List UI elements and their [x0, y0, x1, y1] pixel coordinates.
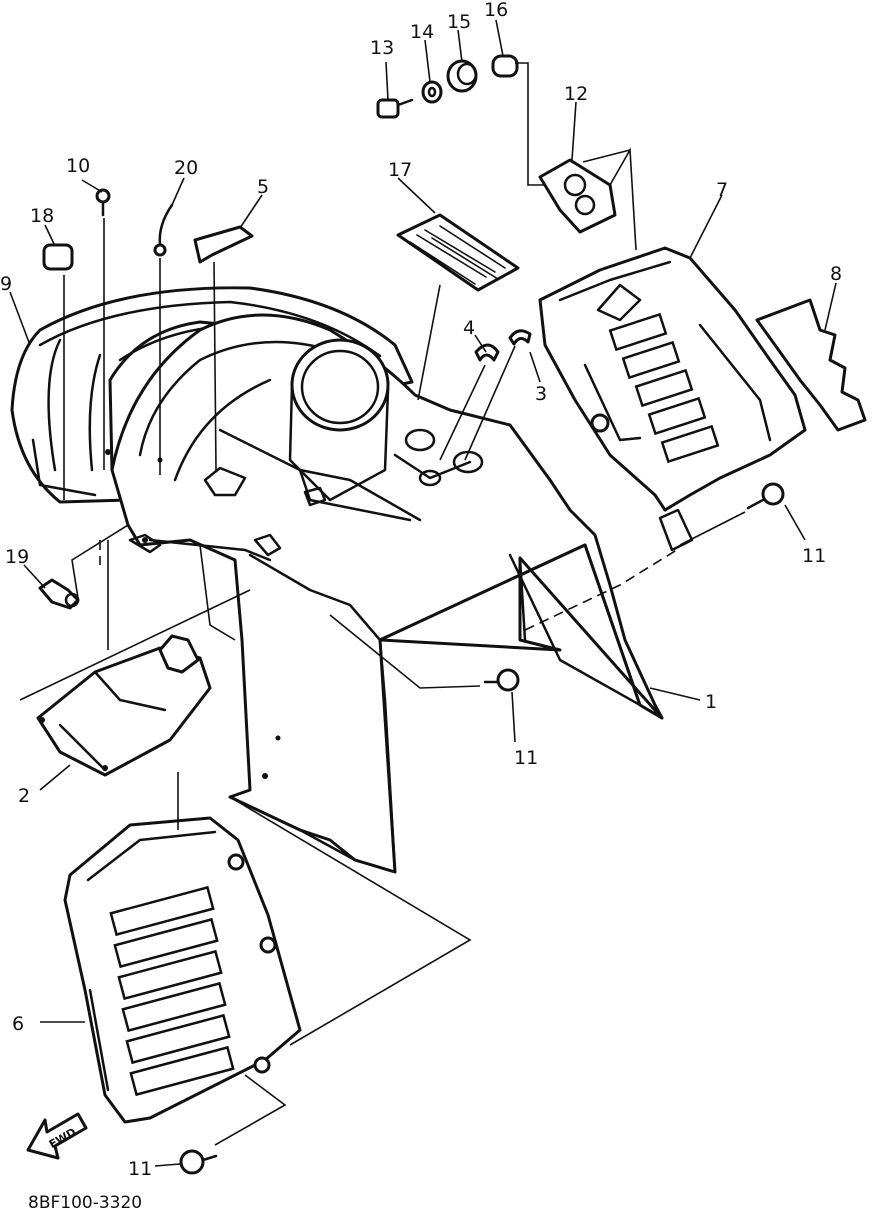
callout-17: 17	[388, 159, 412, 181]
callout-9: 9	[0, 273, 12, 295]
part-6-left-grille	[63, 816, 302, 1124]
callout-11-bottom: 11	[128, 1158, 152, 1180]
callout-11-center: 11	[514, 747, 538, 769]
callout-6: 6	[12, 1013, 24, 1035]
part-12-bracket	[538, 158, 617, 234]
callout-10: 10	[66, 155, 90, 177]
part-3-hose	[508, 329, 532, 346]
part-2-lower-cover	[36, 634, 212, 777]
part-20-pin	[158, 203, 174, 247]
part-1-front-body	[105, 313, 664, 874]
callout-14: 14	[410, 21, 434, 43]
callout-20: 20	[174, 157, 198, 179]
part-4-hose	[474, 343, 500, 362]
callout-19: 19	[5, 546, 29, 568]
part-10-screw-head	[95, 188, 111, 204]
callout-8: 8	[830, 263, 842, 285]
part-14-washer	[421, 80, 443, 104]
callout-1: 1	[705, 691, 717, 713]
callout-2: 2	[18, 785, 30, 807]
part-7-right-grille	[538, 246, 807, 552]
part-11-bolt-b	[496, 668, 520, 692]
part-8-seal-strip	[755, 298, 867, 432]
callout-12: 12	[564, 83, 588, 105]
part-17-decal-plate	[396, 213, 520, 292]
part-16-collar	[491, 54, 519, 78]
callout-4: 4	[463, 317, 475, 339]
callout-13: 13	[370, 37, 394, 59]
part-11-bolt-c	[179, 1149, 205, 1175]
part-18-cap	[42, 243, 74, 271]
callout-18: 18	[30, 205, 54, 227]
callout-15: 15	[447, 11, 471, 33]
part-11-bolt-a	[761, 482, 785, 506]
hardware-small-parts	[38, 54, 785, 1175]
part-5-clip	[193, 225, 254, 264]
drawing-code: 8BF100-3320	[28, 1193, 142, 1213]
callout-5: 5	[257, 176, 269, 198]
part-13-bolt	[376, 98, 400, 119]
callout-labels: 1 2 3 4 5 6 7 8 9 10 11 11 11 12 13 14 1…	[0, 0, 842, 1180]
callout-16: 16	[484, 0, 508, 21]
forward-direction-arrow: FWD	[26, 1112, 88, 1160]
assembly-lines	[19, 62, 746, 1146]
callout-3: 3	[535, 383, 547, 405]
callout-11-right: 11	[802, 545, 826, 567]
callout-7: 7	[716, 179, 728, 201]
callout-leaders	[9, 19, 837, 1167]
